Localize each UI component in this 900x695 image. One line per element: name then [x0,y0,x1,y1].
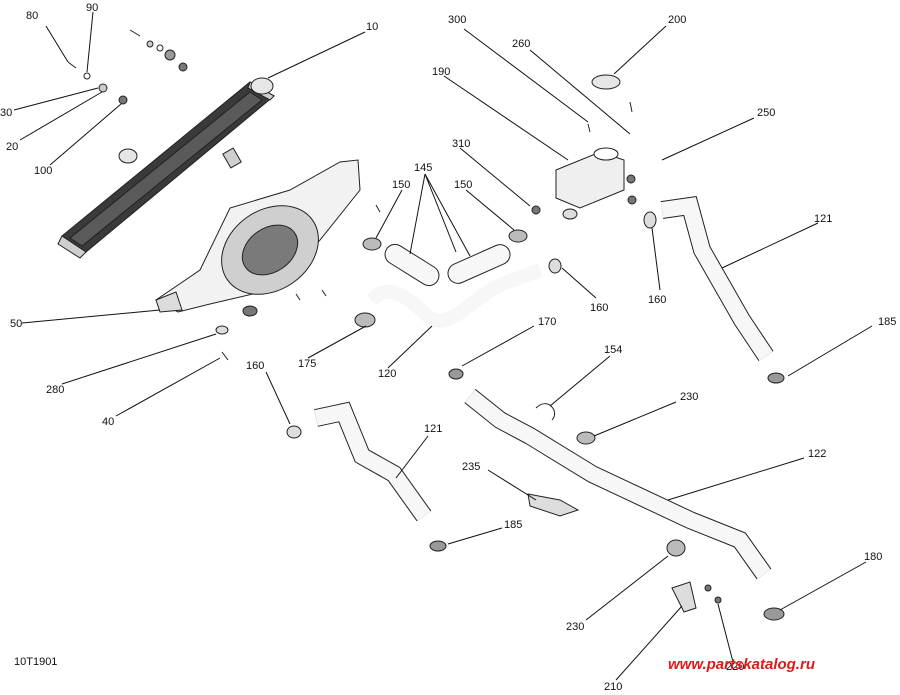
callout-230-upper: 230 [680,391,698,403]
callout-210: 210 [604,681,622,693]
callout-100: 100 [34,165,52,177]
callout-50: 50 [10,318,22,330]
callout-40: 40 [102,416,114,428]
callout-280: 280 [46,384,64,396]
callout-160-left: 160 [246,360,264,372]
callout-200: 200 [668,14,686,26]
callout-170: 170 [538,316,556,328]
callout-175: 175 [298,358,316,370]
callout-250: 250 [757,107,775,119]
watermark: www.partskatalog.ru [668,656,815,673]
leader-lines [13,11,873,681]
callout-310: 310 [452,138,470,150]
hardware-left [67,29,381,361]
callout-121-lower: 121 [424,423,442,435]
callout-30: 30 [0,107,12,119]
diagram-code: 10T1901 [14,656,58,668]
callout-150-left: 150 [392,179,410,191]
hoses-145 [362,229,528,287]
callout-120: 120 [378,368,396,380]
callout-150-right: 150 [454,179,472,191]
callout-160-right: 160 [648,294,666,306]
callout-154: 154 [604,344,622,356]
callout-160-mid: 160 [590,302,608,314]
fan-shroud [155,159,361,313]
callout-20: 20 [6,141,18,153]
expansion-tank [531,74,662,220]
callout-121-right: 121 [814,213,832,225]
callout-230-lower: 230 [566,621,584,633]
callout-90: 90 [86,2,98,14]
hose-121-right [643,195,785,384]
callout-235: 235 [462,461,480,473]
hose-121-lower [286,401,447,552]
callout-145: 145 [414,162,432,174]
callout-220: 220 [726,661,744,673]
hose-120 [354,258,562,328]
callout-122: 122 [808,448,826,460]
hose-122 [448,368,785,621]
callout-80: 80 [26,10,38,22]
callout-185-right: 185 [878,316,896,328]
callout-185-lower: 185 [504,519,522,531]
callout-10: 10 [366,21,378,33]
callout-190: 190 [432,66,450,78]
callout-300: 300 [448,14,466,26]
radiator [57,77,275,259]
callout-260: 260 [512,38,530,50]
callout-180: 180 [864,551,882,563]
